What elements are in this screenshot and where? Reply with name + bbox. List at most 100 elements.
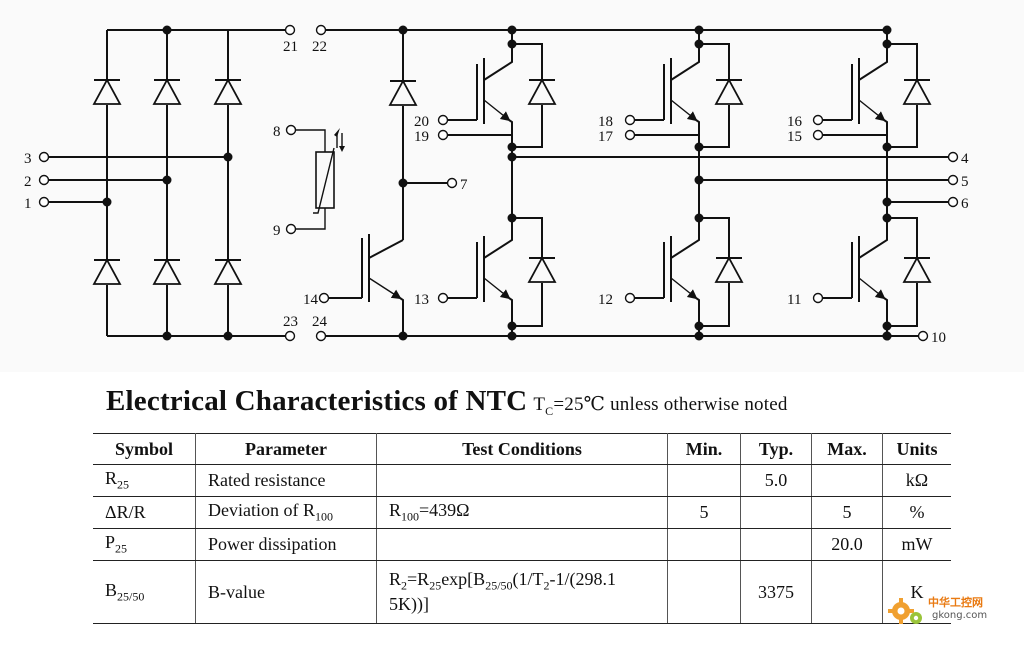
ntc-thermistor: 8 9 bbox=[273, 124, 345, 239]
cell-typ bbox=[740, 528, 812, 561]
header-min: Min. bbox=[667, 433, 741, 465]
igbt-emitter bbox=[858, 277, 886, 300]
circuit-diagram-area: 3 2 1 21 23 8 9 22 24 7 bbox=[24, 24, 969, 346]
freewheel-diode-triangle bbox=[527, 256, 557, 283]
junction-dot bbox=[882, 142, 892, 152]
junction-dot bbox=[694, 142, 704, 152]
junction-dot bbox=[694, 331, 704, 341]
junction-dot bbox=[507, 39, 517, 49]
junction-dot bbox=[882, 321, 892, 331]
terminal-8 bbox=[285, 124, 297, 136]
junction-dot bbox=[694, 39, 704, 49]
label-21: 21 bbox=[283, 39, 298, 55]
terminal-24 bbox=[315, 330, 327, 342]
terminal-5 bbox=[947, 174, 959, 186]
terminal-1 bbox=[38, 196, 50, 208]
igbt-collector bbox=[670, 208, 700, 259]
table-header-row: Symbol Parameter Test Conditions Min. Ty… bbox=[93, 433, 951, 465]
label-1: 1 bbox=[24, 196, 32, 212]
terminal-23 bbox=[284, 330, 296, 342]
label-11: 11 bbox=[787, 292, 801, 308]
terminal-7 bbox=[446, 177, 458, 189]
label-14: 14 bbox=[303, 292, 319, 308]
site-watermark: 中华工控网 gkong.com bbox=[888, 588, 1018, 632]
terminal-4 bbox=[947, 151, 959, 163]
terminal-6 bbox=[947, 196, 959, 208]
junction-dot bbox=[694, 321, 704, 331]
cell-min bbox=[667, 464, 741, 497]
cell-min bbox=[667, 528, 741, 561]
cell-max: 20.0 bbox=[811, 528, 883, 561]
label-20: 20 bbox=[414, 114, 429, 130]
label-17: 17 bbox=[598, 129, 614, 145]
gate-terminal bbox=[437, 114, 449, 126]
terminal-21 bbox=[284, 24, 296, 36]
table-row: B25/50 B-value R2=R25exp[B25/50(1/T2-1/(… bbox=[93, 560, 951, 624]
label-18: 18 bbox=[598, 114, 613, 130]
inverter-bridge bbox=[437, 25, 932, 341]
header-max: Max. bbox=[811, 433, 883, 465]
cell-max: 5 bbox=[811, 496, 883, 529]
label-5: 5 bbox=[961, 174, 969, 190]
terminal-22 bbox=[315, 24, 327, 36]
cell-max bbox=[811, 464, 883, 497]
gear-logo-icon bbox=[888, 598, 922, 624]
freewheel-diode-triangle bbox=[902, 256, 932, 283]
cell-typ: 5.0 bbox=[740, 464, 812, 497]
junction-dot bbox=[507, 25, 517, 35]
cell-typ bbox=[740, 496, 812, 529]
junction-dot bbox=[507, 321, 517, 331]
label-10: 10 bbox=[931, 330, 946, 346]
igbt-emitter bbox=[483, 99, 511, 122]
label-6: 6 bbox=[961, 196, 969, 212]
cell-units: kΩ bbox=[882, 464, 951, 497]
rectifier-bridge: 3 2 1 21 23 bbox=[24, 24, 298, 342]
emitter-sense-terminal bbox=[812, 129, 824, 141]
freewheel-diode-triangle bbox=[714, 256, 744, 283]
label-4: 4 bbox=[961, 151, 969, 167]
cell-typ: 3375 bbox=[740, 560, 812, 624]
terminal-10 bbox=[917, 330, 929, 342]
label-23: 23 bbox=[283, 314, 298, 330]
junction-dot bbox=[694, 213, 704, 223]
emitter-sense-terminal bbox=[624, 129, 636, 141]
label-8: 8 bbox=[273, 124, 281, 140]
ntc-characteristics-table: Symbol Parameter Test Conditions Min. Ty… bbox=[93, 433, 951, 624]
junction-dot bbox=[694, 25, 704, 35]
cell-conditions bbox=[376, 528, 668, 561]
ntc-title-text: Electrical Characteristics of NTC bbox=[106, 385, 528, 417]
cell-min bbox=[667, 560, 741, 624]
header-units: Units bbox=[882, 433, 951, 465]
cell-units: mW bbox=[882, 528, 951, 561]
header-test-conditions: Test Conditions bbox=[376, 433, 668, 465]
igbt-collector bbox=[483, 208, 513, 259]
junction-dot bbox=[507, 142, 517, 152]
junction-dot bbox=[507, 213, 517, 223]
igbt-emitter bbox=[858, 99, 886, 122]
terminal-3 bbox=[38, 151, 50, 163]
cell-conditions: R100=439Ω bbox=[376, 496, 668, 529]
igbt-collector bbox=[858, 208, 888, 259]
label-24: 24 bbox=[312, 314, 328, 330]
freewheel-diode-triangle bbox=[527, 78, 557, 105]
label-2: 2 bbox=[24, 174, 32, 190]
brake-chopper: 22 24 7 14 bbox=[303, 24, 916, 342]
gate-terminal bbox=[437, 292, 449, 304]
cell-min: 5 bbox=[667, 496, 741, 529]
label-7: 7 bbox=[460, 177, 468, 193]
ntc-title-note: TC=25℃ unless otherwise noted bbox=[533, 394, 788, 418]
junction-dot bbox=[882, 25, 892, 35]
label-3: 3 bbox=[24, 151, 32, 167]
cell-parameter: Rated resistance bbox=[195, 464, 377, 497]
terminal-2 bbox=[38, 174, 50, 186]
label-13: 13 bbox=[414, 292, 429, 308]
gate-terminals: 20 19 18 17 16 15 13 12 11 bbox=[414, 114, 803, 308]
table-row: P25 Power dissipation 20.0 mW bbox=[93, 528, 951, 561]
watermark-url: gkong.com bbox=[932, 610, 988, 621]
igbt-collector bbox=[483, 34, 513, 81]
label-22: 22 bbox=[312, 39, 327, 55]
gate-terminal bbox=[624, 292, 636, 304]
cell-symbol: R25 bbox=[93, 464, 196, 497]
junction-dot bbox=[507, 331, 517, 341]
